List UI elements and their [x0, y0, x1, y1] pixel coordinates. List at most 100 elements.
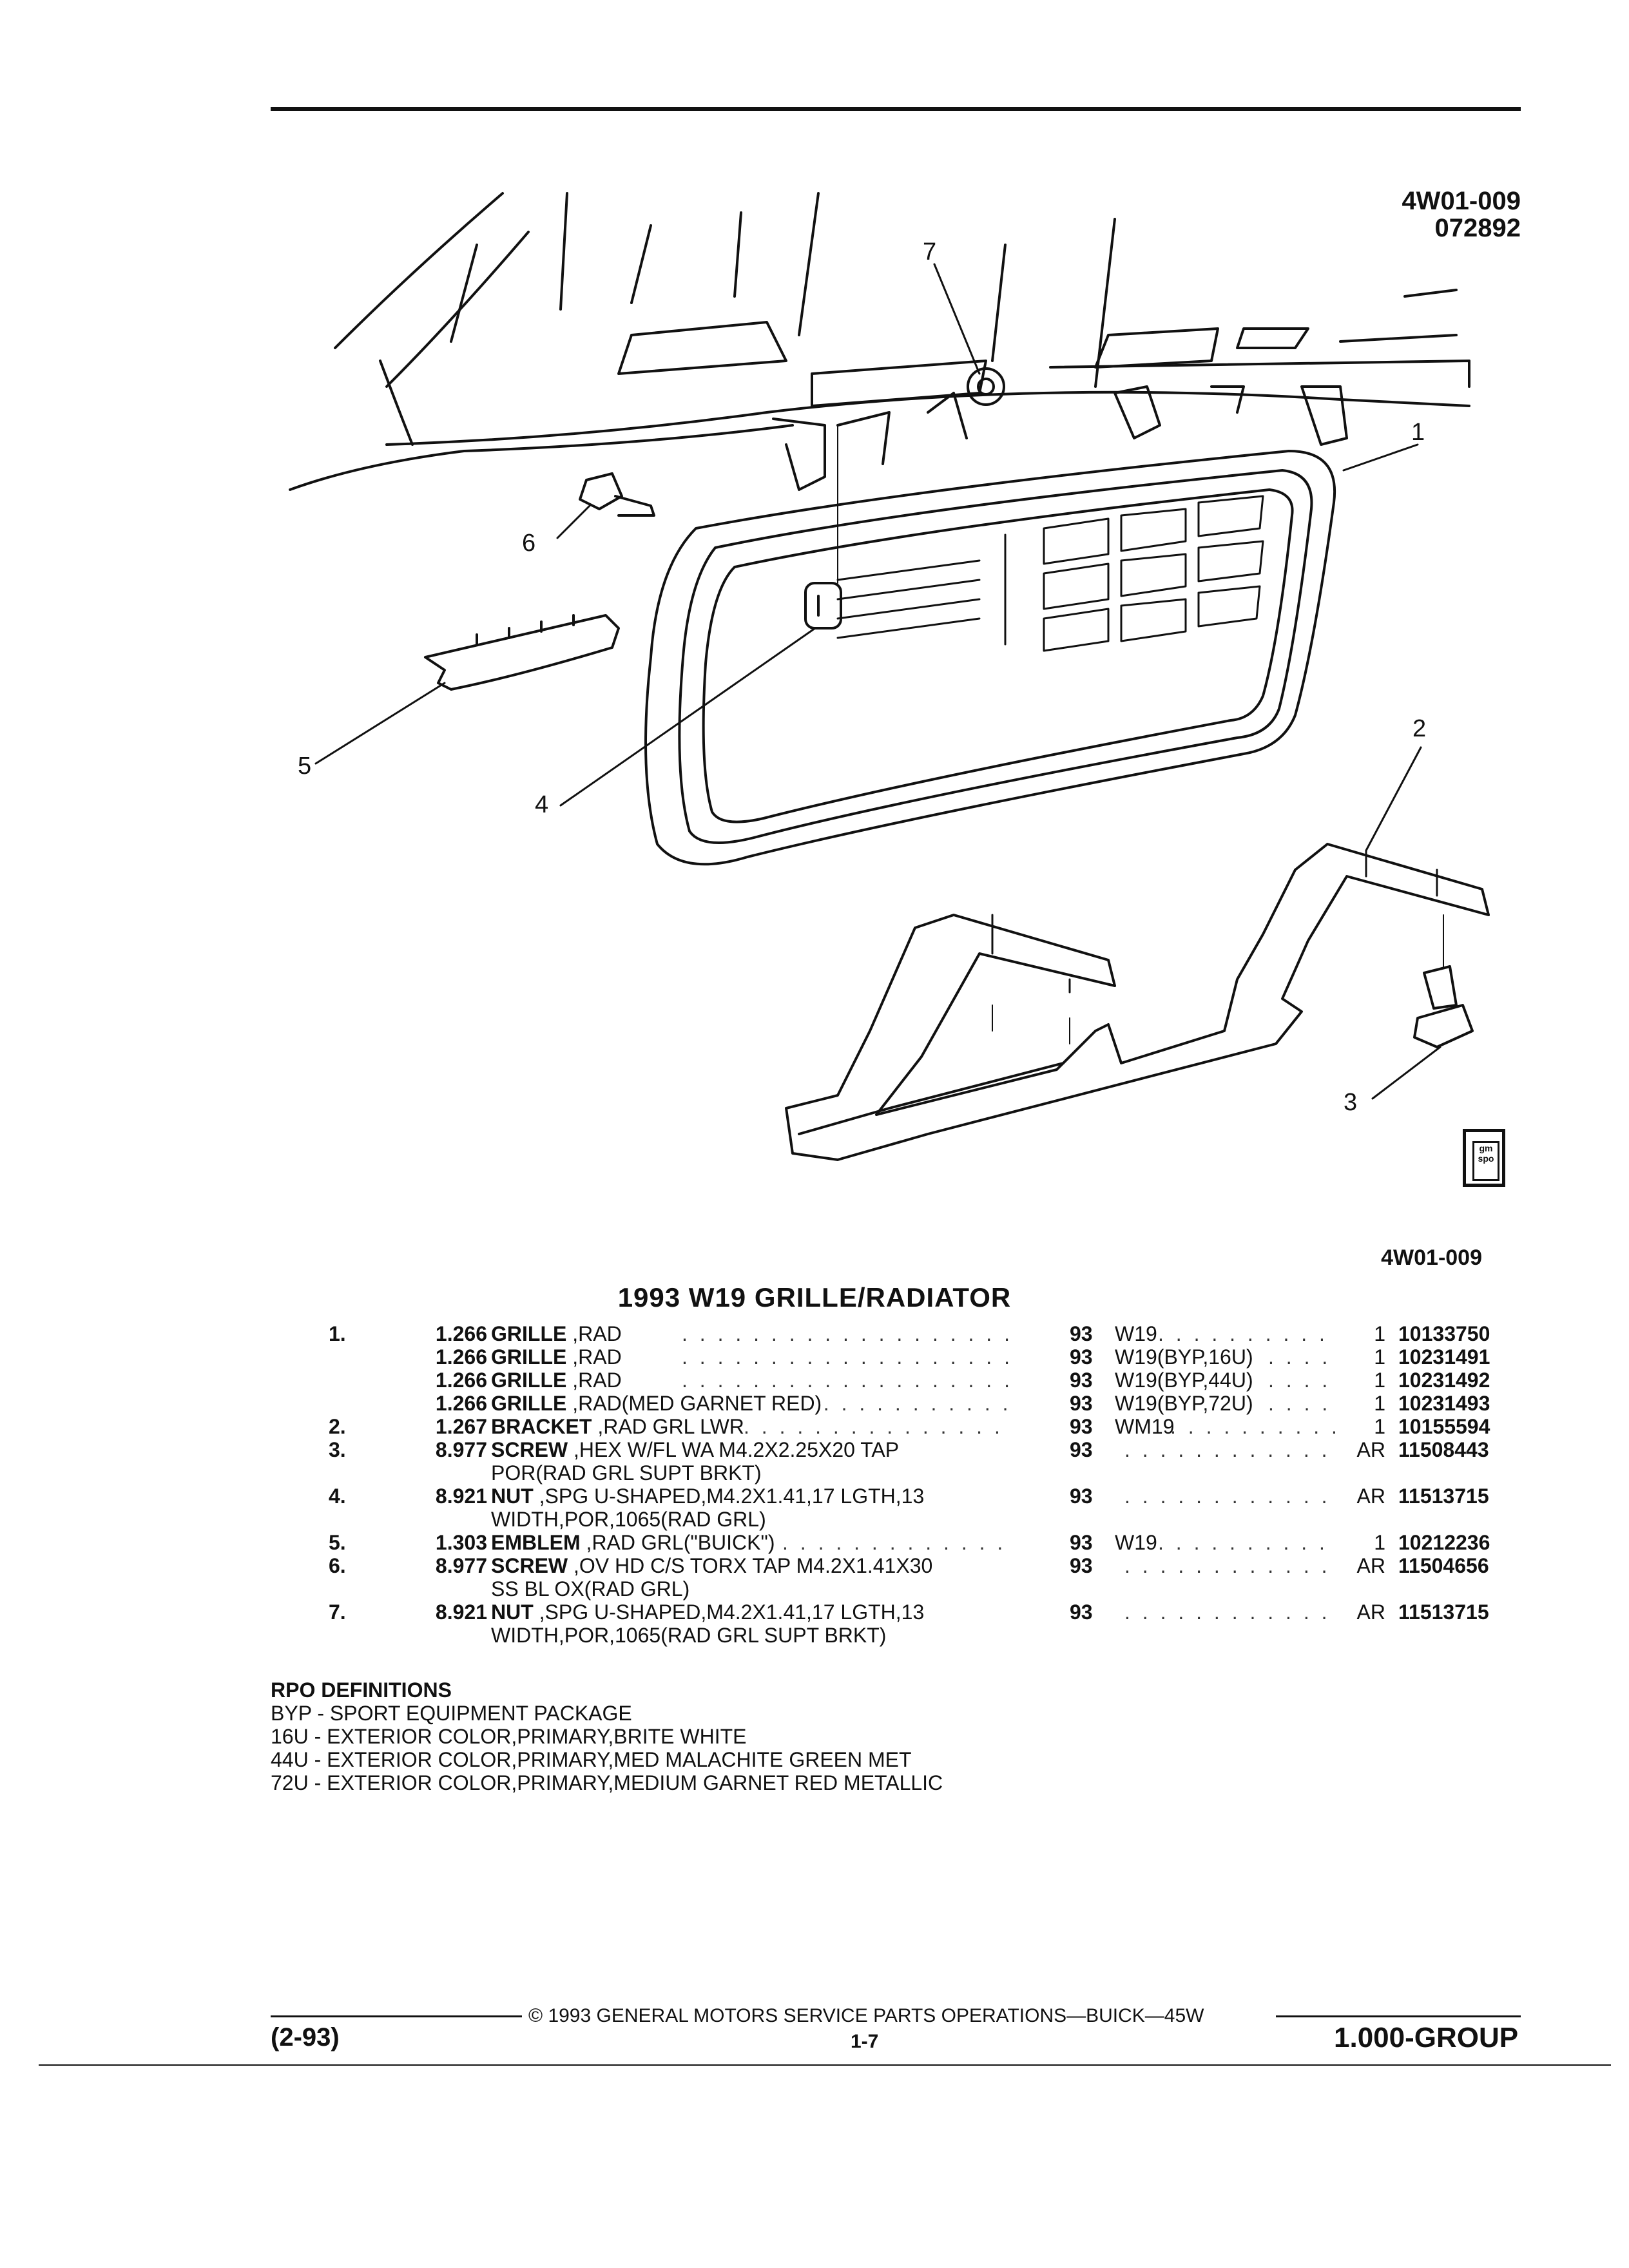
part-item-number: 2.	[329, 1415, 346, 1438]
callout-1: 1	[1411, 419, 1425, 446]
leader-dots: . . . . . . . . . . . . . . . . . . . . …	[1268, 1369, 1337, 1392]
callout-5: 5	[298, 753, 312, 780]
part-description: NUT ,SPG U-SHAPED,M4.2X1.41,17 LGTH,13	[491, 1600, 924, 1624]
footer-page-number: 1-7	[851, 2031, 879, 2052]
rpo-definitions: RPO DEFINITIONS BYP - SPORT EQUIPMENT PA…	[271, 1678, 943, 1794]
part-group-number: 8.921	[435, 1485, 487, 1508]
nut-4	[804, 425, 842, 629]
part-description: GRILLE ,RAD	[491, 1322, 622, 1345]
parts-row-continuation: WIDTH,POR,1065(RAD GRL)	[0, 1508, 1629, 1533]
part-group-number: 8.921	[435, 1600, 487, 1624]
part-name: SCREW	[491, 1554, 568, 1577]
part-year: 93	[1070, 1369, 1093, 1392]
footer-group: 1.000-GROUP	[1334, 2022, 1519, 2053]
leader-dots: . . . . . . . . . . . . . . . . . . . . …	[1158, 1322, 1337, 1345]
part-quantity: 1	[1374, 1531, 1385, 1554]
part-description: NUT ,SPG U-SHAPED,M4.2X1.41,17 LGTH,13	[491, 1485, 924, 1508]
part-group-number: 1.266	[435, 1322, 487, 1345]
part-desc: ,RAD	[572, 1345, 622, 1369]
part-description: GRILLE ,RAD	[491, 1345, 622, 1369]
grille-vanes	[836, 495, 1264, 652]
leader-dots: . . . . . . . . . . . . . . . . . . . . …	[1124, 1485, 1331, 1508]
leader-dots: . . . . . . . . . . . . . . . . . . . . …	[1124, 1554, 1331, 1577]
footer-date-code: (2-93)	[271, 2023, 340, 2052]
part-desc-continued: WIDTH,POR,1065(RAD GRL)	[491, 1508, 766, 1531]
leader-dots: . . . . . . . . . . . . . . . . . . . . …	[744, 1415, 1012, 1438]
part-year: 93	[1070, 1415, 1093, 1438]
part-year: 93	[1070, 1531, 1093, 1554]
part-desc-continued: WIDTH,POR,1065(RAD GRL SUPT BRKT)	[491, 1624, 887, 1647]
part-name: SCREW	[491, 1438, 568, 1461]
part-year: 93	[1070, 1392, 1093, 1415]
callout-7: 7	[923, 238, 937, 265]
part-name: GRILLE	[491, 1369, 567, 1392]
part-number: 11504656	[1398, 1554, 1489, 1577]
part-number: 10231493	[1398, 1392, 1490, 1415]
grille-frame	[644, 450, 1336, 866]
bottom-rule	[39, 2064, 1611, 2066]
callout-6: 6	[522, 530, 536, 557]
part-group-number: 8.977	[435, 1554, 487, 1577]
part-description: SCREW ,OV HD C/S TORX TAP M4.2X1.41X30	[491, 1554, 932, 1577]
part-desc: ,SPG U-SHAPED,M4.2X1.41,17 LGTH,13	[539, 1600, 925, 1624]
footer-rule-right	[1276, 2015, 1521, 2017]
part-description: EMBLEM ,RAD GRL("BUICK")	[491, 1531, 775, 1554]
part-year: 93	[1070, 1322, 1093, 1345]
emblem-part	[424, 614, 620, 691]
part-desc: ,RAD GRL("BUICK")	[586, 1531, 775, 1554]
part-name: GRILLE	[491, 1392, 567, 1415]
rpo-heading: RPO DEFINITIONS	[271, 1678, 452, 1702]
part-quantity: 1	[1374, 1392, 1385, 1415]
part-desc: ,OV HD C/S TORX TAP M4.2X1.41X30	[574, 1554, 933, 1577]
parts-row-continuation: SS BL OX(RAD GRL)	[0, 1577, 1629, 1603]
leader-dots: . . . . . . . . . . . . . . . . . . . . …	[682, 1369, 1012, 1392]
parts-row-continuation: POR(RAD GRL SUPT BRKT)	[0, 1461, 1629, 1487]
part-model: W19(BYP,16U)	[1115, 1345, 1253, 1369]
callout-3: 3	[1344, 1089, 1358, 1116]
part-description: GRILLE ,RAD	[491, 1369, 622, 1392]
part-item-number: 7.	[329, 1600, 346, 1624]
part-group-number: 1.303	[435, 1531, 487, 1554]
part-quantity: AR	[1356, 1438, 1385, 1461]
rpo-item: 16U - EXTERIOR COLOR,PRIMARY,BRITE WHITE	[271, 1725, 747, 1748]
part-year: 93	[1070, 1345, 1093, 1369]
part-year: 93	[1070, 1600, 1093, 1624]
part-quantity: 1	[1374, 1369, 1385, 1392]
part-item-number: 3.	[329, 1438, 346, 1461]
leader-dots: . . . . . . . . . . . . . . . . . . . . …	[1124, 1438, 1331, 1461]
part-name: GRILLE	[491, 1345, 567, 1369]
page-title: 1993 W19 GRILLE/RADIATOR	[617, 1282, 1012, 1312]
part-item-number: 5.	[329, 1531, 346, 1554]
part-quantity: AR	[1356, 1485, 1385, 1508]
part-description: BRACKET ,RAD GRL LWR	[491, 1415, 744, 1438]
part-year: 93	[1070, 1554, 1093, 1577]
part-group-number: 1.267	[435, 1415, 487, 1438]
parts-row-continuation: WIDTH,POR,1065(RAD GRL SUPT BRKT)	[0, 1624, 1629, 1649]
part-model: WM19	[1115, 1415, 1175, 1438]
part-desc: ,SPG U-SHAPED,M4.2X1.41,17 LGTH,13	[539, 1485, 925, 1508]
part-quantity: 1	[1374, 1322, 1385, 1345]
part-desc-continued: POR(RAD GRL SUPT BRKT)	[491, 1461, 762, 1485]
leader-dots: . . . . . . . . . . . . . . . . . . . . …	[1124, 1600, 1331, 1624]
nut-7	[967, 367, 1005, 406]
leader-dots: . . . . . . . . . . . . . . . . . . . . …	[1158, 1531, 1337, 1554]
part-desc-continued: SS BL OX(RAD GRL)	[491, 1577, 690, 1600]
footer-copyright: © 1993 GENERAL MOTORS SERVICE PARTS OPER…	[528, 2005, 1204, 2026]
part-group-number: 1.266	[435, 1345, 487, 1369]
part-number: 10212236	[1398, 1531, 1490, 1554]
part-number: 10155594	[1398, 1415, 1490, 1438]
part-name: EMBLEM	[491, 1531, 581, 1554]
part-number: 11508443	[1398, 1438, 1489, 1461]
rpo-item: 44U - EXTERIOR COLOR,PRIMARY,MED MALACHI…	[271, 1748, 912, 1771]
leader-dots: . . . . . . . . . . . . . . . . . . . . …	[805, 1392, 1012, 1415]
illustration-id: 4W01-009	[1402, 187, 1521, 215]
part-group-number: 1.266	[435, 1392, 487, 1415]
part-model: W19	[1115, 1322, 1157, 1345]
